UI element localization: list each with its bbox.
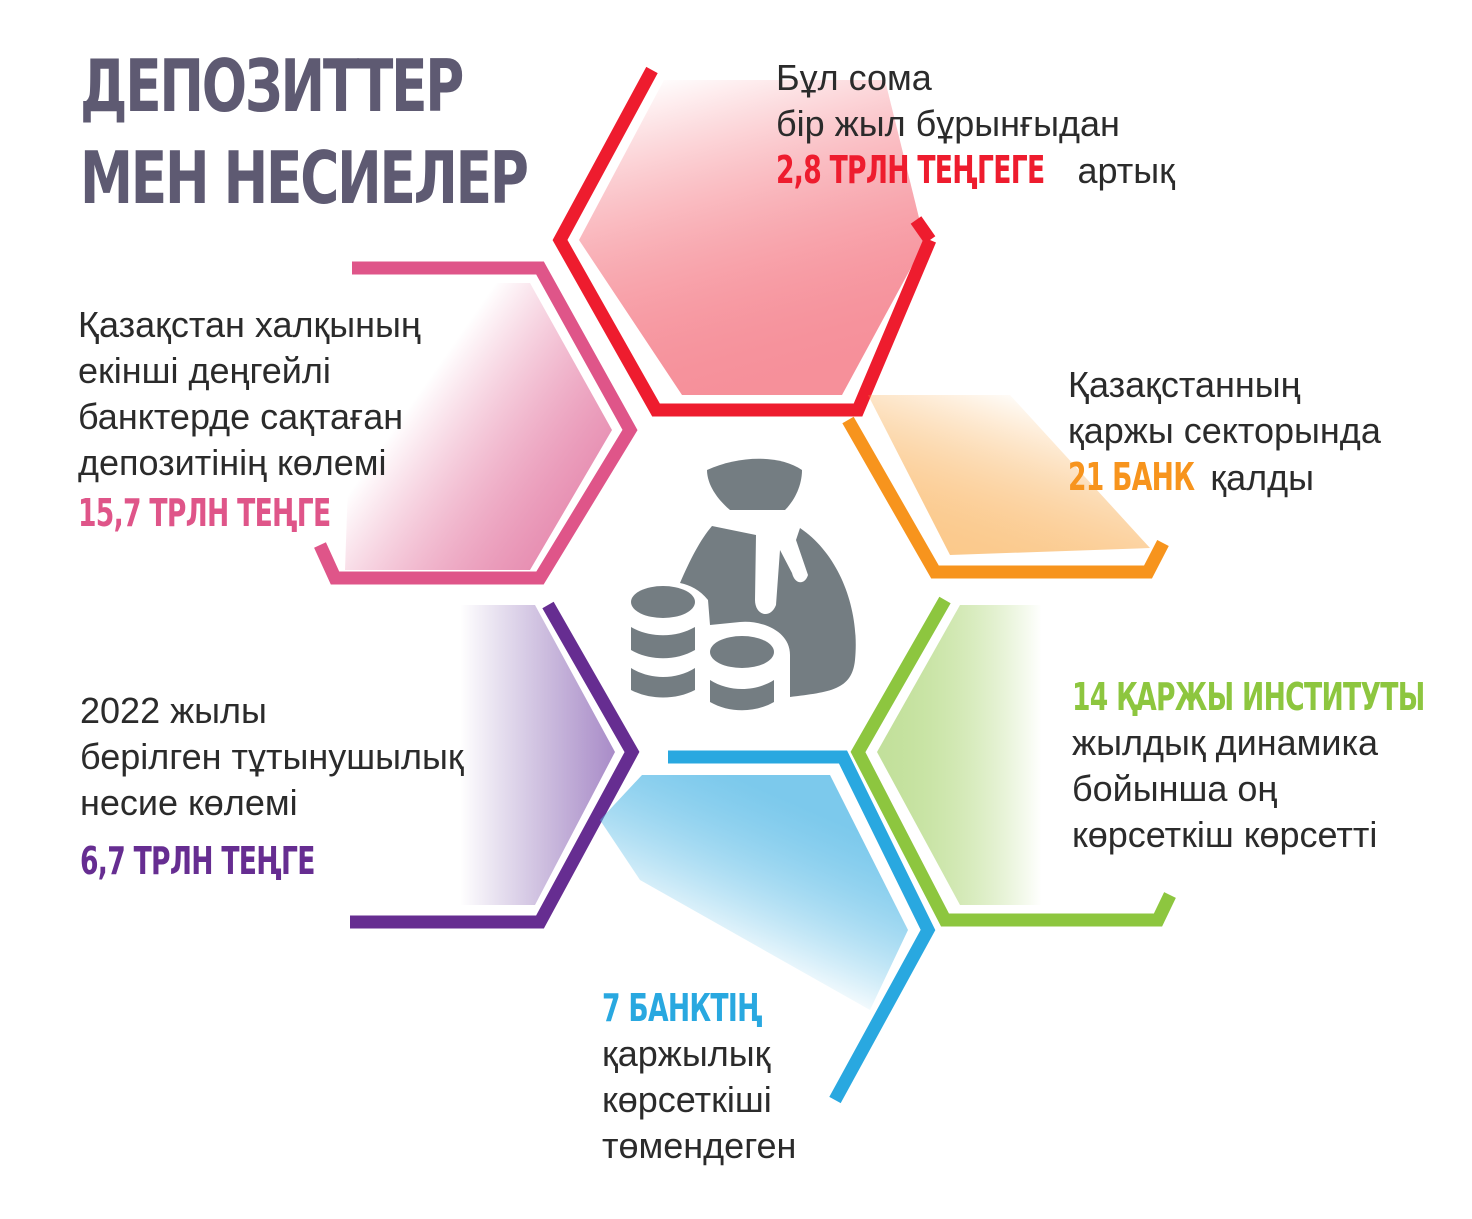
red-line-3-suffix: артық	[1077, 150, 1175, 191]
title-line-1: ДЕПОЗИТТЕР	[80, 44, 464, 128]
blue-line-1: қаржылық	[602, 1033, 771, 1074]
orange-line-2: қаржы секторында	[1068, 410, 1381, 451]
red-line-2: бір жыл бұрынғыдан	[776, 103, 1120, 144]
segment-purple-hexagon	[350, 601, 640, 929]
segment-pink-hexagon	[314, 261, 638, 585]
segment-red-text: Бұл сома бір жыл бұрынғыдан 2,8 ТРЛН ТЕҢ…	[776, 55, 1175, 194]
pink-line-2: екінші деңгейлі	[78, 350, 331, 391]
purple-line-1: 2022 жылы	[80, 690, 267, 731]
segment-blue-hexagon	[600, 750, 936, 1104]
green-line-3: көрсеткіш көрсетті	[1072, 814, 1378, 855]
green-line-2: бойынша оң	[1072, 768, 1278, 809]
title-line-2: МЕН НЕСИЕЛЕР	[80, 136, 529, 220]
orange-line-3: 21 БАНК қалды	[1068, 454, 1381, 501]
pink-line-3: банктерде сақтаған	[78, 396, 404, 437]
blue-line-2: көрсеткіші	[602, 1079, 772, 1120]
segment-green-hexagon	[850, 596, 1176, 927]
page-title: ДЕПОЗИТТЕР МЕН НЕСИЕЛЕР	[80, 40, 529, 224]
purple-line-2: берілген тұтынушылық	[80, 736, 464, 777]
orange-line-3-suffix: қалды	[1210, 457, 1315, 498]
blue-highlight-value: 7 БАНКТІҢ	[602, 986, 763, 1030]
segment-orange-hexagon	[842, 395, 1169, 579]
purple-highlight-value: 6,7 ТРЛН ТЕҢГЕ	[80, 839, 315, 883]
money-bag-with-coins-icon	[631, 458, 856, 711]
red-line-3: 2,8 ТРЛН ТЕҢГЕГЕ артық	[776, 147, 1175, 194]
orange-highlight-value: 21 БАНК	[1068, 455, 1195, 499]
green-line-1: жылдық динамика	[1072, 722, 1379, 763]
red-highlight-value: 2,8 ТРЛН ТЕҢГЕГЕ	[776, 148, 1045, 192]
segment-pink-text: Қазақстан халқының екінші деңгейлі банкт…	[78, 302, 439, 536]
green-highlight-value: 14 ҚАРЖЫ ИНСТИТУТЫ	[1072, 675, 1425, 719]
segment-blue-text: 7 БАНКТІҢ қаржылық көрсеткіші төмендеген	[602, 985, 830, 1169]
segment-red-hexagon	[552, 66, 936, 417]
pink-highlight-value: 15,7 ТРЛН ТЕҢГЕ	[78, 491, 331, 535]
segment-green-text: 14 ҚАРЖЫ ИНСТИТУТЫ жылдық динамика бойын…	[1072, 674, 1472, 858]
red-line-1: Бұл сома	[776, 57, 932, 98]
segment-purple-text: 2022 жылы берілген тұтынушылық несие көл…	[80, 688, 464, 884]
pink-line-1: Қазақстан халқының	[78, 304, 421, 345]
pink-line-4: депозитінің көлемі	[78, 442, 387, 483]
blue-line-3: төмендеген	[602, 1125, 797, 1166]
orange-line-1: Қазақстанның	[1068, 364, 1301, 405]
purple-line-3: несие көлемі	[80, 782, 298, 823]
segment-orange-text: Қазақстанның қаржы секторында 21 БАНК қал…	[1068, 362, 1381, 501]
